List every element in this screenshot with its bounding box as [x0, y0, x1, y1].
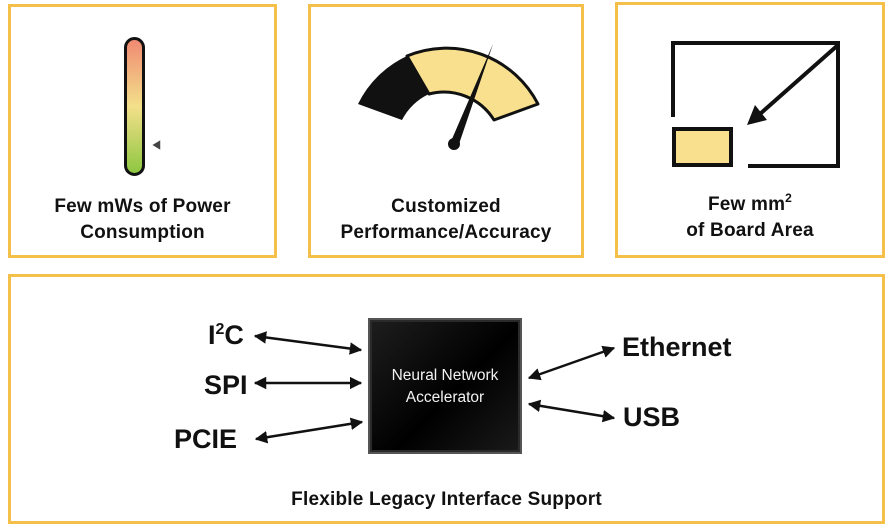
- power-panel: Few mWs of Power Consumption: [8, 4, 277, 258]
- gauge-needle: [452, 44, 493, 144]
- gauge-hub: [448, 138, 460, 150]
- i2c-label-superscript: 2: [215, 321, 225, 338]
- pcie-label: PCIE: [174, 424, 238, 454]
- power-caption-line2: Consumption: [80, 222, 205, 243]
- chip-label: Neural Network Accelerator: [370, 365, 520, 409]
- gauge-dark-segment: [358, 56, 429, 120]
- board-shrink-icon: [671, 41, 840, 168]
- level-pointer-icon: [149, 137, 162, 153]
- power-caption-line1: Few mWs of Power: [54, 196, 231, 217]
- thermometer-gauge-icon: [124, 37, 162, 176]
- board-area-caption-line1: Few mm2: [618, 192, 882, 218]
- shrink-arrow-head: [747, 105, 767, 125]
- performance-caption: Customized Performance/Accuracy: [311, 194, 581, 246]
- i2c-label-base: I: [208, 320, 216, 350]
- spi-label: SPI: [204, 370, 248, 400]
- chip-label-line2: Accelerator: [405, 389, 485, 406]
- ethernet-label: Ethernet: [622, 332, 732, 362]
- shrink-arrow-line: [758, 43, 840, 116]
- performance-caption-line2: Performance/Accuracy: [340, 222, 552, 243]
- board-outline: [671, 41, 840, 168]
- speedometer-gauge-icon: [358, 44, 540, 150]
- gauge-light-segment: [405, 46, 540, 122]
- performance-panel: Customized Performance/Accuracy: [308, 4, 584, 258]
- interface-caption: Flexible Legacy Interface Support: [291, 489, 602, 510]
- i2c-label: I2C: [208, 320, 244, 350]
- performance-caption-line1: Customized: [391, 196, 501, 217]
- power-caption: Few mWs of Power Consumption: [11, 194, 274, 246]
- board-area-caption-prefix: Few mm: [707, 194, 786, 215]
- small-board: [672, 127, 733, 167]
- board-area-caption: Few mm2 of Board Area: [618, 192, 882, 244]
- i2c-label-suffix: C: [224, 320, 244, 350]
- thermometer-bar: [124, 37, 145, 176]
- board-area-panel: Few mm2 of Board Area: [615, 2, 885, 258]
- chip-label-line1: Neural Network: [391, 367, 499, 384]
- usb-label: USB: [623, 402, 681, 432]
- board-area-caption-line2: of Board Area: [686, 220, 814, 241]
- board-area-caption-superscript: 2: [785, 191, 793, 205]
- neural-network-accelerator-chip: Neural Network Accelerator: [368, 318, 522, 454]
